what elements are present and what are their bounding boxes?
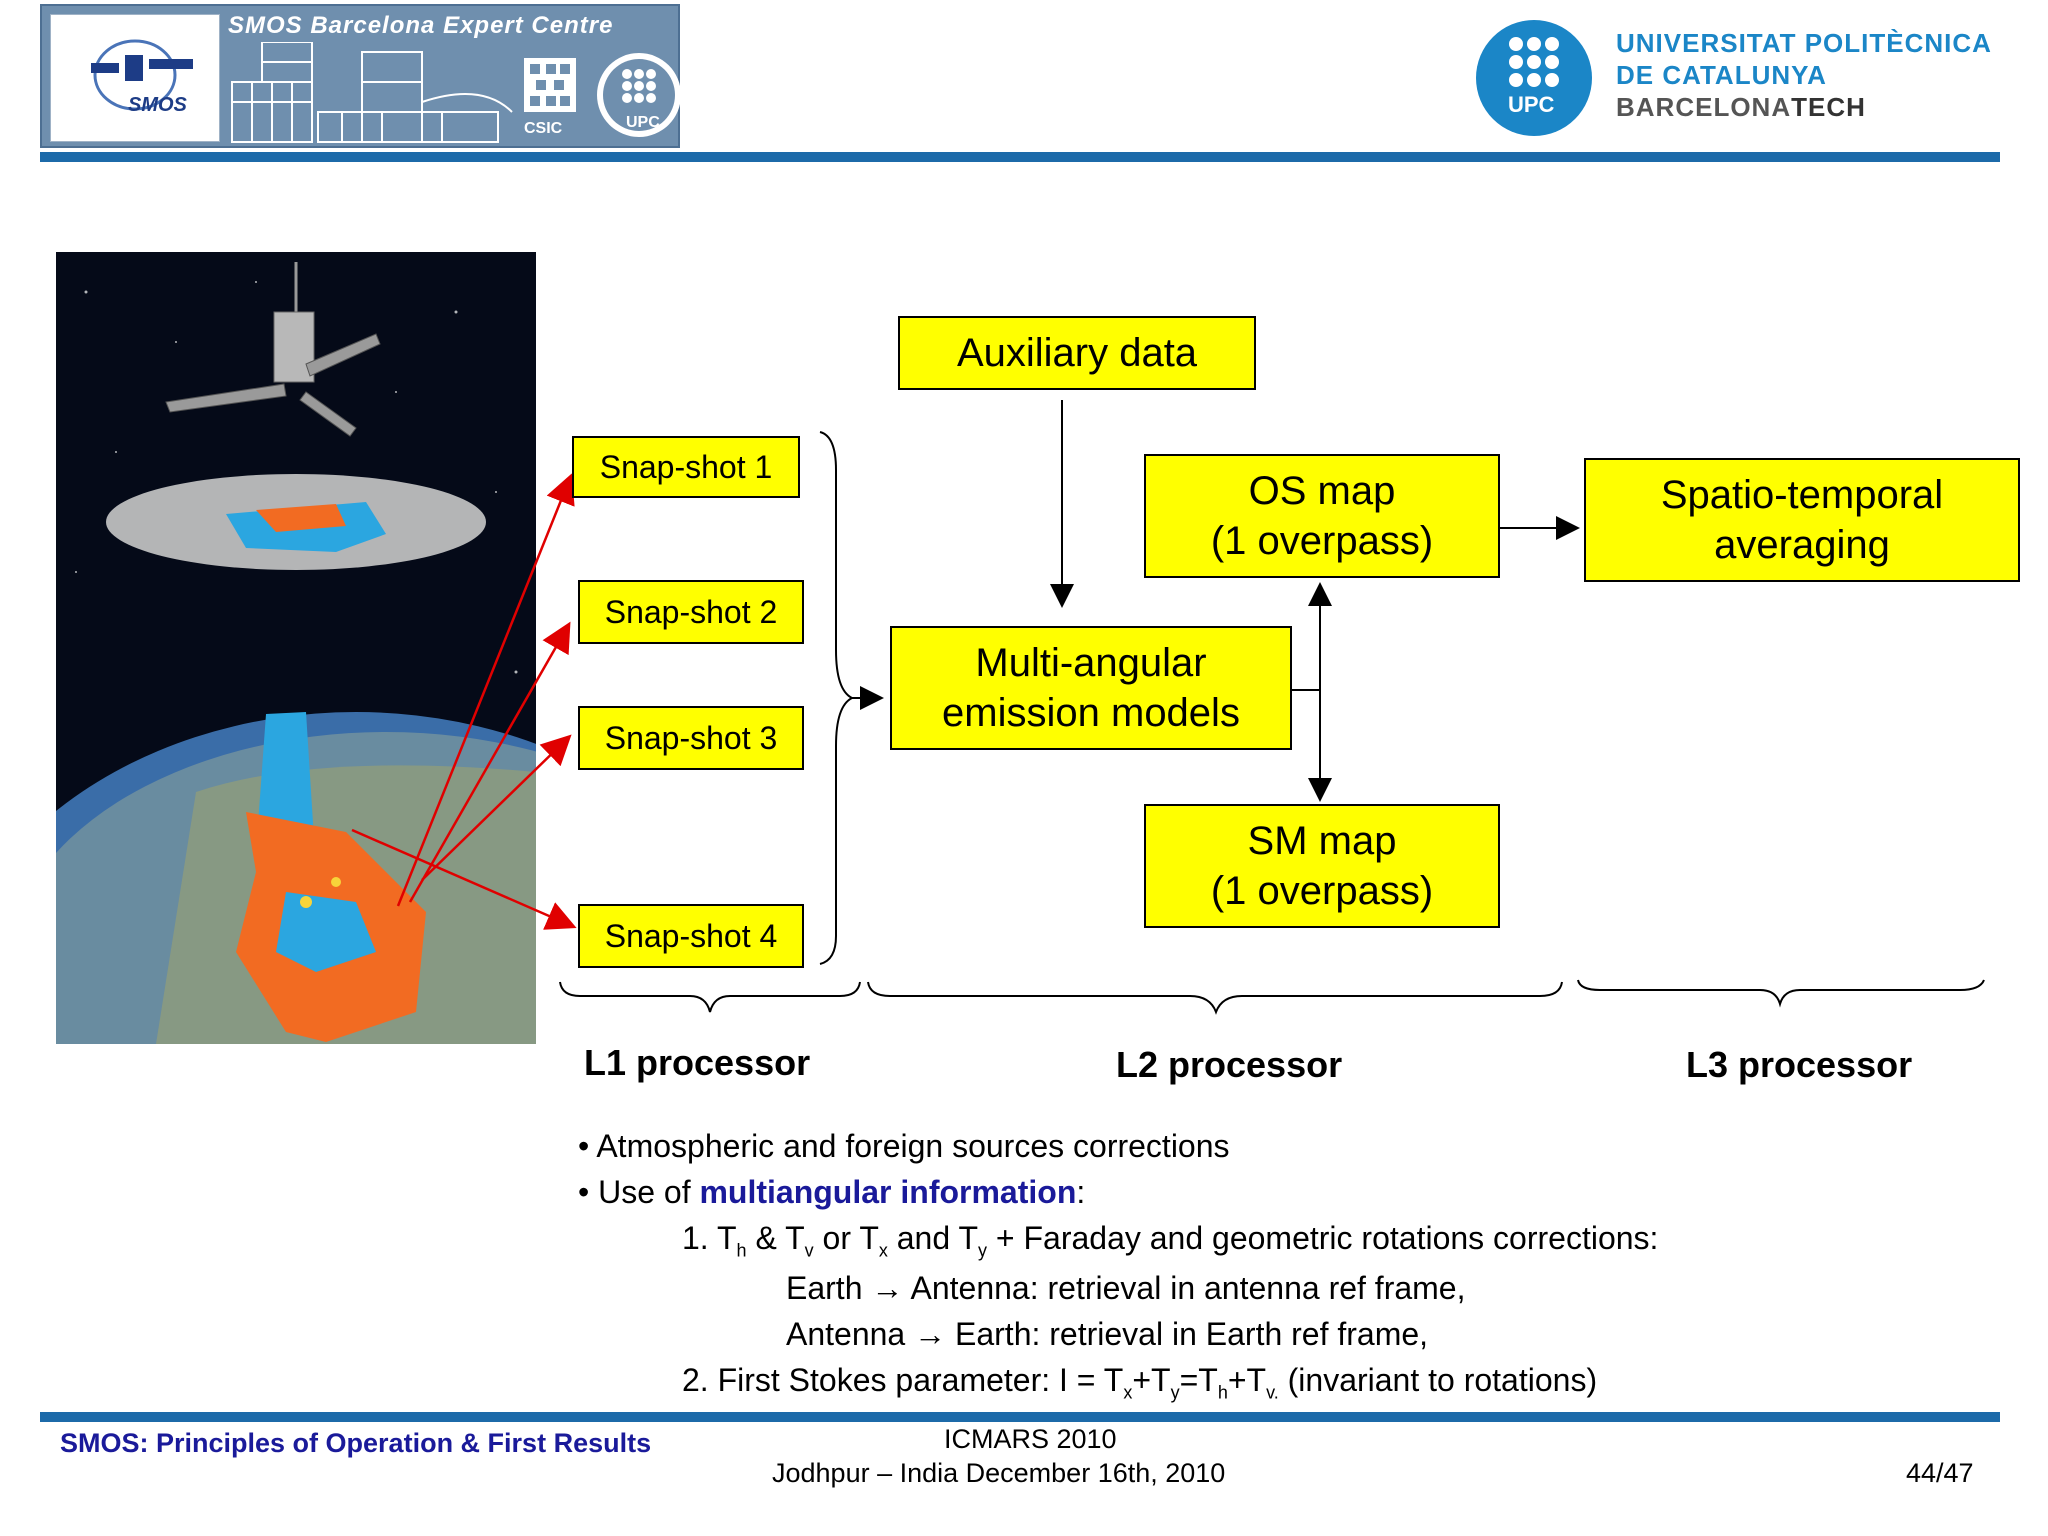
l2-processor-label: L2 processor bbox=[1116, 1044, 1343, 1085]
snapshot-2-box: Snap-shot 2 bbox=[578, 580, 804, 644]
snapshot-3-box: Snap-shot 3 bbox=[578, 706, 804, 770]
item-2: 2. First Stokes parameter: I = Tx+Ty=Th+… bbox=[682, 1362, 1598, 1403]
red-arrow-snapshot3 bbox=[421, 734, 572, 881]
spatio-temporal-box: Spatio-temporal averaging bbox=[1584, 458, 2020, 582]
bullet-atmospheric: • Atmospheric and foreign sources correc… bbox=[578, 1128, 1230, 1164]
footer-rule bbox=[40, 1412, 2000, 1422]
csic-label: CSIC bbox=[524, 120, 563, 137]
red-arrow-snapshot2 bbox=[408, 621, 571, 903]
auxiliary-data-box: Auxiliary data bbox=[898, 316, 1256, 390]
snapshot-1-box: Snap-shot 1 bbox=[572, 436, 800, 498]
snapshot-4-box: Snap-shot 4 bbox=[578, 904, 804, 968]
footer-date: Jodhpur – India December 16th, 2010 bbox=[772, 1458, 1226, 1488]
upc-dots-icon bbox=[1509, 37, 1559, 87]
emission-models-box: Multi-angular emission models bbox=[890, 626, 1292, 750]
csic-logo bbox=[524, 58, 576, 112]
upc-logo-text: UPC bbox=[1508, 92, 1555, 117]
smos-satellite-image bbox=[56, 252, 536, 1044]
smos-logo-label: SMOS bbox=[128, 94, 187, 116]
university-name-line3: BARCELONATECH bbox=[1616, 92, 1866, 122]
l2-brace bbox=[867, 981, 1563, 1015]
university-name-line1: UNIVERSITAT POLITÈCNICA bbox=[1616, 28, 1992, 58]
banner-title: SMOS Barcelona Expert Centre bbox=[228, 12, 614, 39]
satellite-icon bbox=[91, 39, 193, 111]
upc-logo bbox=[1476, 20, 1592, 136]
header-banner: SMOS Barcelona Expert Centre SMOS CSIC U… bbox=[40, 4, 681, 148]
page-number: 44/47 bbox=[1906, 1458, 1974, 1488]
red-arrow-snapshot1 bbox=[396, 473, 575, 907]
footer-conference: ICMARS 2010 bbox=[944, 1424, 1117, 1454]
earth-satellite-illustration bbox=[56, 262, 536, 1044]
upc-small-logo bbox=[597, 53, 681, 137]
sm-map-box: SM map (1 overpass) bbox=[1144, 804, 1500, 928]
earth-to-antenna: Earth → Antenna: retrieval in antenna re… bbox=[786, 1270, 1466, 1306]
bullet-multiangular: • Use of multiangular information: bbox=[578, 1174, 1086, 1210]
header-rule bbox=[40, 152, 2000, 162]
item-1: 1. Th & Tv or Tx and Ty + Faraday and ge… bbox=[682, 1220, 1659, 1261]
l1-brace bbox=[559, 981, 861, 1013]
snapshot-brace bbox=[819, 431, 855, 965]
l1-processor-label: L1 processor bbox=[584, 1042, 811, 1083]
os-map-box: OS map (1 overpass) bbox=[1144, 454, 1500, 578]
multiangular-highlight: multiangular information bbox=[699, 1174, 1077, 1210]
footer-title: SMOS: Principles of Operation & First Re… bbox=[60, 1428, 652, 1458]
auxiliary-data-label: Auxiliary data bbox=[956, 331, 1198, 375]
red-arrow-snapshot4 bbox=[351, 828, 577, 930]
smos-logo bbox=[50, 14, 220, 142]
satellite-body-icon bbox=[165, 262, 381, 437]
upc-small-label: UPC bbox=[626, 114, 660, 131]
antenna-to-earth: Antenna → Earth: retrieval in Earth ref … bbox=[786, 1316, 1429, 1352]
l3-brace bbox=[1577, 979, 1985, 1008]
university-name-line2: DE CATALUNYA bbox=[1616, 60, 1827, 90]
building-sketch bbox=[231, 42, 513, 143]
l3-processor-label: L3 processor bbox=[1686, 1044, 1913, 1085]
